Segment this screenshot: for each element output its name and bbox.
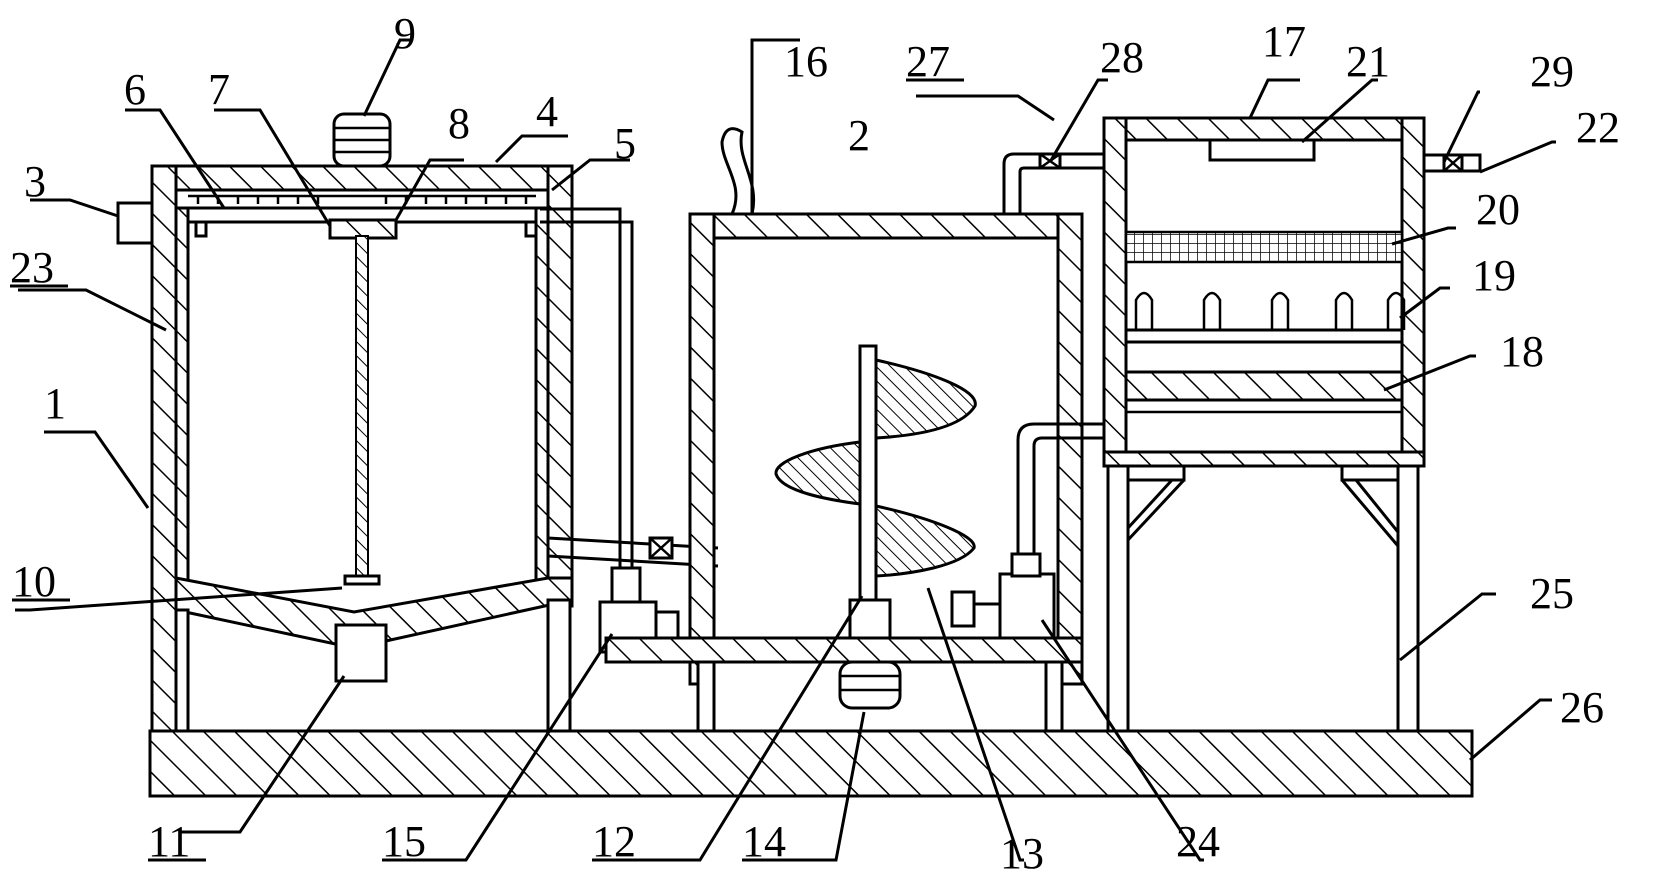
- label-13: 13: [1000, 829, 1044, 878]
- label-21: 21: [1346, 37, 1390, 86]
- mixing-tank: [116, 112, 574, 733]
- label-underlines: [10, 78, 964, 862]
- label-23: 23: [10, 243, 54, 292]
- label-24: 24: [1176, 817, 1220, 866]
- label-11: 11: [148, 817, 190, 866]
- label-16: 16: [784, 37, 828, 86]
- part-labels: 1 2 3 4 5 6 7 8 9 10 11 12 13 14 15 16 1…: [10, 9, 1620, 878]
- label-2: 2: [848, 111, 870, 160]
- label-28: 28: [1100, 33, 1144, 82]
- label-12: 12: [592, 817, 636, 866]
- label-10: 10: [12, 557, 56, 606]
- label-25: 25: [1530, 569, 1574, 618]
- label-29: 29: [1530, 47, 1574, 96]
- filter-box: [1102, 116, 1482, 733]
- label-5: 5: [614, 119, 636, 168]
- label-14: 14: [742, 817, 786, 866]
- label-3: 3: [24, 157, 46, 206]
- label-8: 8: [448, 99, 470, 148]
- label-18: 18: [1500, 327, 1544, 376]
- screw-tank: [604, 127, 1084, 733]
- label-22: 22: [1576, 103, 1620, 152]
- label-1: 1: [44, 379, 66, 428]
- label-27: 27: [906, 37, 950, 86]
- label-15: 15: [382, 817, 426, 866]
- label-9: 9: [394, 9, 416, 58]
- label-26: 26: [1560, 683, 1604, 732]
- label-19: 19: [1472, 251, 1516, 300]
- label-7: 7: [208, 65, 230, 114]
- outlet-pipe: [1016, 422, 1110, 554]
- base-plate: [148, 729, 1474, 798]
- top-pipe: [1002, 152, 1104, 214]
- label-20: 20: [1476, 185, 1520, 234]
- label-4: 4: [536, 87, 558, 136]
- label-17: 17: [1262, 17, 1306, 66]
- label-6: 6: [124, 65, 146, 114]
